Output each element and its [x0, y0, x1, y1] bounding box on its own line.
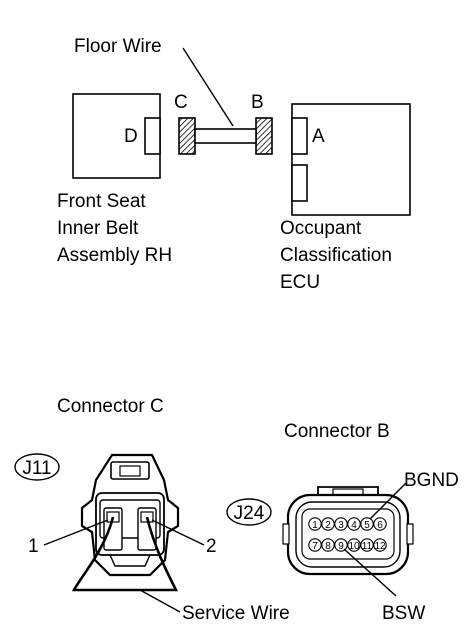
pin-number: 5 — [364, 520, 370, 531]
service-wire-label: Service Wire — [182, 603, 290, 624]
connector-a-letter: A — [312, 126, 325, 147]
pin-number: 9 — [338, 541, 344, 552]
connector-b-pin-row-top: 1 2 3 4 5 6 — [308, 517, 387, 531]
pin-circle — [347, 517, 361, 531]
pin-number: 4 — [351, 520, 357, 531]
pin-number: 11 — [362, 541, 373, 552]
connector-c-code: J11 — [22, 458, 51, 479]
floor-wire-label: Floor Wire — [74, 36, 162, 57]
ecu-label-line-3: ECU — [280, 272, 320, 293]
ecu-box — [291, 103, 411, 216]
front-seat-label-line-1: Front Seat — [57, 191, 146, 212]
connector-c-face — [80, 453, 180, 577]
front-seat-label-line-2: Inner Belt — [57, 218, 139, 239]
pin-circle — [321, 517, 335, 531]
connector-d-socket — [144, 117, 161, 155]
floor-wire-leader — [182, 47, 234, 127]
connector-b-code-badge — [226, 498, 272, 526]
pin-circle — [308, 538, 322, 552]
connector-b-plug — [255, 117, 273, 155]
connector-a-socket — [291, 117, 308, 155]
ecu-label-line-1: Occupant — [280, 218, 362, 239]
pin-number: 2 — [325, 520, 331, 531]
pin-2-label: 2 — [206, 536, 217, 557]
bgnd-leader — [369, 482, 407, 520]
connector-c-letter: C — [174, 92, 188, 113]
ecu-second-socket — [291, 164, 308, 202]
connector-c-code-badge — [14, 453, 60, 481]
pin-number: 12 — [374, 541, 386, 552]
pin-number: 8 — [325, 541, 331, 552]
front-seat-label-line-3: Assembly RH — [57, 245, 172, 266]
service-wire-loop — [71, 516, 179, 592]
pin-1-label: 1 — [28, 536, 39, 557]
pin-circle — [334, 517, 348, 531]
pin-number: 10 — [348, 541, 360, 552]
pin-circle — [373, 538, 387, 552]
pin-1-leader — [43, 519, 109, 546]
pin-circle — [321, 538, 335, 552]
connector-b-letter: B — [251, 92, 264, 113]
service-wire-leader — [139, 589, 181, 613]
pin-number: 6 — [377, 520, 383, 531]
pin-2-leader — [151, 519, 205, 546]
connector-b-face — [282, 486, 414, 576]
floor-wire-harness — [194, 128, 257, 144]
connector-b-pin-row-bottom: 7 8 9 10 11 12 — [308, 538, 387, 552]
connector-d-letter: D — [124, 126, 138, 147]
pin-number: 7 — [312, 541, 318, 552]
bsw-label: BSW — [382, 603, 425, 624]
ecu-label-line-2: Classification — [280, 245, 392, 266]
pin-number: 1 — [312, 520, 318, 531]
connector-b-title: Connector B — [284, 421, 390, 442]
connector-b-code: J24 — [234, 503, 265, 524]
bsw-leader — [343, 548, 397, 597]
pin-circle — [373, 517, 387, 531]
bgnd-label: BGND — [404, 470, 459, 491]
connector-c-title: Connector C — [57, 396, 164, 417]
pin-number: 3 — [338, 520, 344, 531]
pin-circle — [308, 517, 322, 531]
pin-circle — [347, 538, 361, 552]
pin-circle — [360, 517, 374, 531]
pin-circle — [334, 538, 348, 552]
pin-circle — [360, 538, 374, 552]
connector-c-plug — [178, 117, 196, 155]
